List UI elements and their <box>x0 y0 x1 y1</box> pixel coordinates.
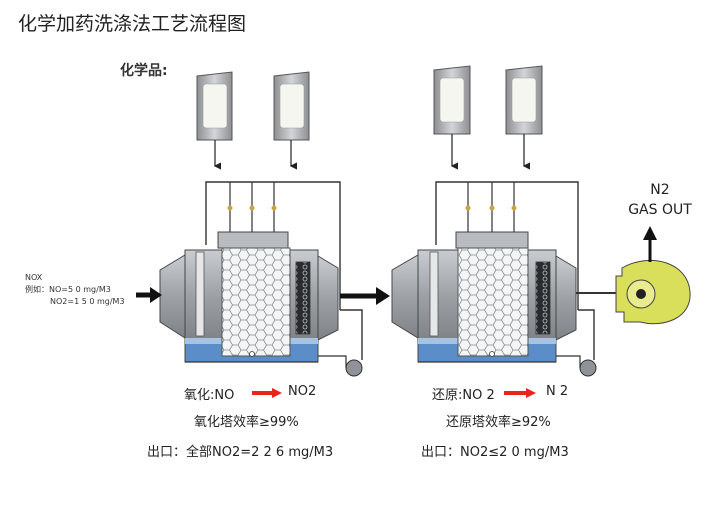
page-title: 化学加药洗涤法工艺流程图 <box>18 13 247 35</box>
tower1-reaction-right: NO2 <box>288 384 317 399</box>
transfer-arrow <box>340 287 390 305</box>
inlet-gas: NOX <box>25 273 43 282</box>
chemical-tank <box>196 71 233 170</box>
tower1-efficiency: 氧化塔效率≥99% <box>194 415 299 430</box>
chemical-tank <box>433 65 471 170</box>
exhaust-fan <box>615 226 691 325</box>
chemicals-label: 化学品: <box>120 63 168 79</box>
reaction-arrow <box>504 388 536 398</box>
chemical-tank <box>273 71 310 170</box>
oxidation-tower <box>159 181 363 377</box>
inlet-no: 例如：NO=5 0 mg/M3 <box>25 285 111 294</box>
tower2-output: 出口：NO2≤2 0 mg/M3 <box>421 445 569 460</box>
outlet-label: N2 GAS OUT <box>610 180 710 220</box>
chemical-tank <box>505 65 543 170</box>
tower1-reaction-left: 氧化:NO <box>184 388 235 403</box>
inlet-label: NOX 例如：NO=5 0 mg/M3 NO2=1 5 0 mg/M3 <box>25 272 125 308</box>
tower2-reaction-right: N 2 <box>546 384 569 399</box>
tower1-output: 出口：全部NO2=2 2 6 mg/M3 <box>147 445 334 460</box>
gas-inlet-arrow <box>136 287 162 303</box>
inlet-no2: NO2=1 5 0 mg/M3 <box>50 297 125 306</box>
reaction-arrow <box>252 388 282 398</box>
tower2-reaction-left: 还原:NO 2 <box>432 388 495 403</box>
reduction-tower <box>391 181 597 377</box>
outlet-n2: N2 <box>650 182 670 198</box>
tower2-efficiency: 还原塔效率≥92% <box>446 415 551 430</box>
outlet-gas-out: GAS OUT <box>628 202 692 218</box>
